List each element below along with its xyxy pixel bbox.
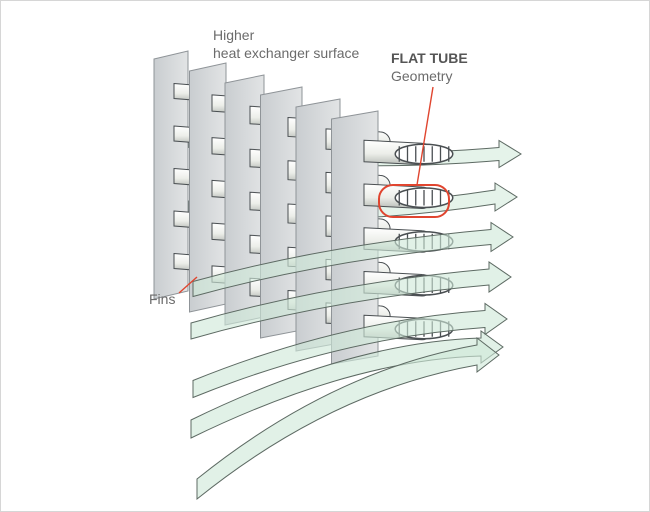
flat-tube-highlight	[378, 184, 450, 218]
fins-leader	[178, 276, 198, 294]
higher-surface-label: Higher heat exchanger surface	[213, 26, 359, 62]
airflow-arrows-front	[190, 221, 514, 501]
flat-tube	[363, 183, 454, 210]
fins-label: Fins	[149, 291, 176, 307]
airflow-arrow	[192, 221, 514, 298]
flat-tube	[363, 139, 454, 166]
flat-tube-title: FLAT TUBE	[391, 50, 468, 66]
airflow-arrow	[192, 302, 508, 399]
flat-tube-subtitle: Geometry	[391, 68, 453, 84]
higher-surface-line1: Higher	[213, 27, 255, 43]
higher-surface-line2: heat exchanger surface	[213, 45, 360, 61]
annotations	[178, 86, 450, 294]
airflow-arrow	[190, 261, 512, 340]
flat-tube-label: FLAT TUBE Geometry	[391, 49, 468, 85]
airflow-arrow	[196, 336, 500, 501]
fin-plate	[153, 50, 189, 300]
flat-tube-leader	[416, 86, 434, 186]
fins-group	[153, 50, 454, 365]
